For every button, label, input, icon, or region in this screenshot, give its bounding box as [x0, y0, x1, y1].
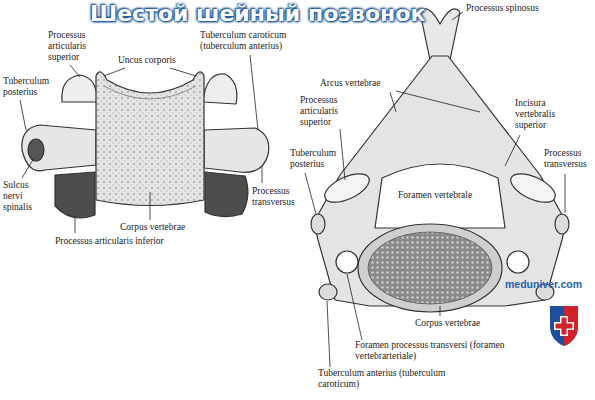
part-label: Corpus vertebrae: [415, 318, 480, 329]
part-label: Tuberculum posterius: [290, 148, 332, 170]
part-label: Processus articularis inferior: [55, 236, 164, 247]
part-label: Arcus vertebrae: [320, 78, 380, 89]
part-label: Tuberculum caroticum (tuberculum anteriu…: [200, 30, 310, 52]
part-label: Tuberculum anterius (tuberculum caroticu…: [318, 368, 458, 390]
part-label: Sulcus nervi spinalis: [3, 180, 43, 213]
part-label: Processus transversus: [252, 186, 310, 208]
part-label: Corpus vertebrae: [120, 222, 185, 233]
part-label: Processus articularis superior: [48, 30, 100, 63]
superior-view: [311, 9, 569, 312]
part-label: Uncus corporis: [118, 55, 176, 66]
anterior-view: [22, 72, 269, 218]
title: Шестой шейный позвонок: [90, 0, 425, 28]
part-label: Incisura vertebralis superior: [515, 98, 587, 131]
part-label: Foramen vertebrale: [398, 190, 472, 201]
part-label: Processus spinosus: [466, 3, 539, 14]
part-label: Foramen processus transversi (foramen ve…: [355, 340, 525, 362]
leader-lines: [20, 12, 565, 367]
watermark: meduniver.com: [505, 279, 582, 290]
part-label: Processus articularis superior: [300, 95, 360, 128]
part-label: Tuberculum posterius: [3, 76, 58, 98]
logo-shield: [550, 306, 578, 346]
part-label: Processus transversus: [544, 148, 592, 170]
